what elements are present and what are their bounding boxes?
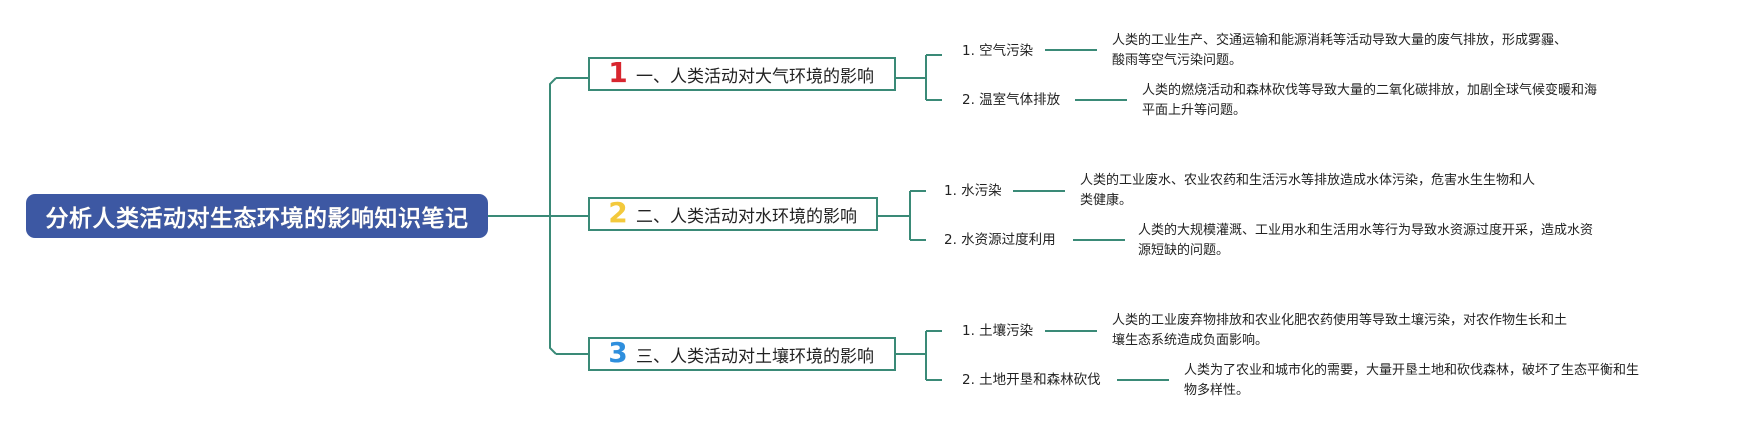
sub-topic-description: 人类为了农业和城市化的需要，大量开垦土地和砍伐森林，破坏了生态平衡和生 物多样性… (1184, 361, 1639, 401)
description-line: 人类的工业生产、交通运输和能源消耗等活动导致大量的废气排放，形成雾霾、 (1112, 33, 1568, 48)
sub-topic-land-reclamation[interactable]: 2. 土地开垦和森林砍伐 (962, 372, 1101, 388)
sub-topic-description: 人类的工业废弃物排放和农业化肥农药使用等导致土壤污染，对农作物生长和土 壤生态系… (1112, 311, 1567, 351)
branch-number-1: 1 (608, 56, 628, 89)
description-line: 人类的燃烧活动和森林砍伐等导致大量的二氧化碳排放，加剧全球气候变暖和海 (1142, 83, 1598, 98)
sub-topic-description: 人类的大规模灌溉、工业用水和生活用水等行为导致水资源过度开采，造成水资 源短缺的… (1138, 221, 1593, 261)
sub-topic-soil-pollution[interactable]: 1. 土壤污染 (962, 323, 1034, 339)
sub-topic-water-overuse[interactable]: 2. 水资源过度利用 (944, 232, 1056, 248)
description-line: 人类的工业废弃物排放和农业化肥农药使用等导致土壤污染，对农作物生长和土 (1112, 313, 1568, 328)
branch-label: 一、人类活动对大气环境的影响 (636, 66, 874, 87)
branch-label: 三、人类活动对土壤环境的影响 (636, 346, 874, 367)
description-line: 人类为了农业和城市化的需要，大量开垦土地和砍伐森林，破坏了生态平衡和生 (1184, 363, 1640, 378)
branch-label: 二、人类活动对水环境的影响 (636, 206, 857, 227)
sub-topic-description: 人类的工业生产、交通运输和能源消耗等活动导致大量的废气排放，形成雾霾、 酸雨等空… (1112, 31, 1567, 71)
description-line: 物多样性。 (1184, 383, 1250, 398)
branch-number-2: 2 (608, 196, 628, 229)
branch-number-3: 3 (608, 336, 628, 369)
sub-topic-description: 人类的燃烧活动和森林砍伐等导致大量的二氧化碳排放，加剧全球气候变暖和海 平面上升… (1142, 81, 1597, 121)
description-line: 人类的工业废水、农业农药和生活污水等排放造成水体污染，危害水生生物和人 (1080, 173, 1536, 188)
description-line: 平面上升等问题。 (1142, 103, 1247, 118)
sub-topic-air-pollution[interactable]: 1. 空气污染 (962, 43, 1034, 59)
branch-soil[interactable]: 3 三、人类活动对土壤环境的影响 (588, 337, 896, 371)
description-line: 壤生态系统造成负面影响。 (1112, 333, 1269, 348)
description-line: 酸雨等空气污染问题。 (1112, 53, 1243, 68)
branch-atmosphere[interactable]: 1 一、人类活动对大气环境的影响 (588, 57, 896, 91)
description-line: 人类的大规模灌溉、工业用水和生活用水等行为导致水资源过度开采，造成水资 (1138, 223, 1594, 238)
sub-topic-description: 人类的工业废水、农业农药和生活污水等排放造成水体污染，危害水生生物和人 类健康。 (1080, 171, 1535, 211)
description-line: 类健康。 (1080, 193, 1133, 208)
description-line: 源短缺的问题。 (1138, 243, 1230, 258)
root-topic[interactable]: 分析人类活动对生态环境的影响知识笔记 (26, 194, 488, 238)
branch-water[interactable]: 2 二、人类活动对水环境的影响 (588, 197, 878, 231)
sub-topic-greenhouse-gas[interactable]: 2. 温室气体排放 (962, 92, 1061, 108)
sub-topic-water-pollution[interactable]: 1. 水污染 (944, 183, 1002, 199)
root-title: 分析人类活动对生态环境的影响知识笔记 (45, 206, 469, 232)
